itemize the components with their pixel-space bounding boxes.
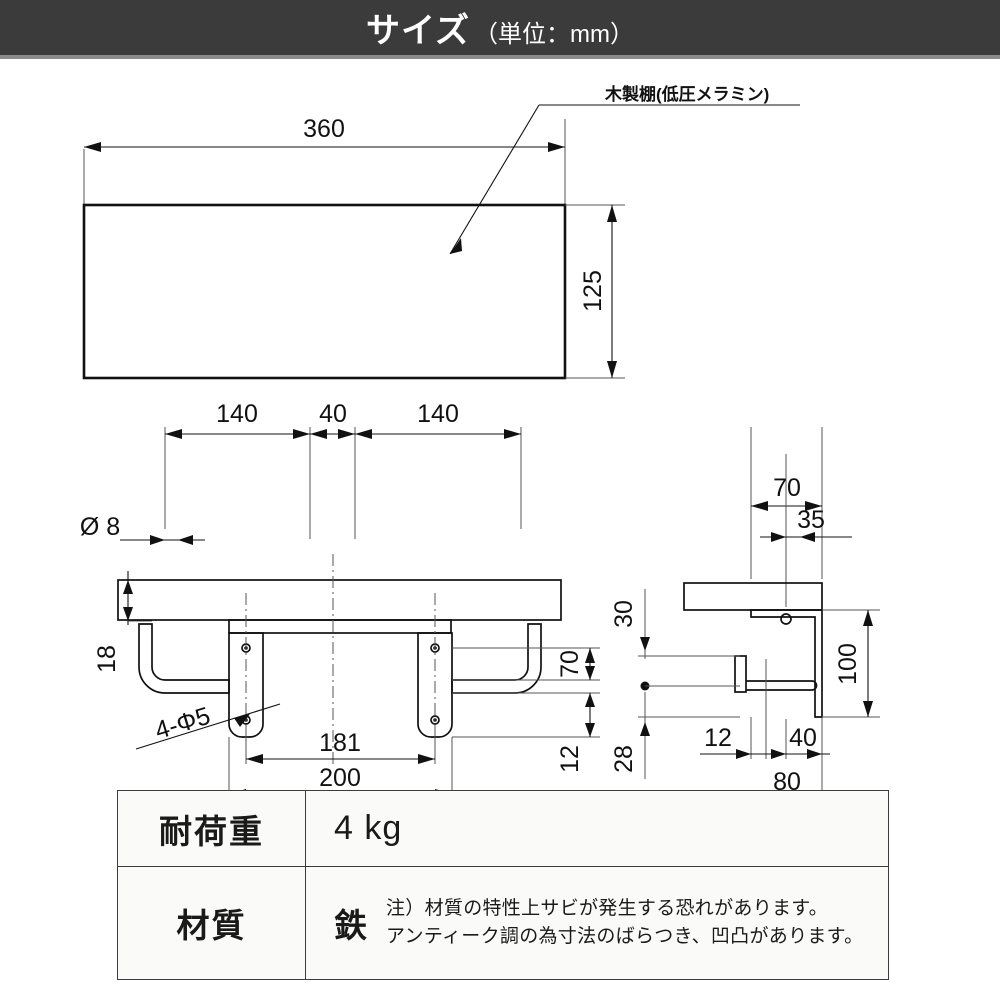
spec-value-load: 4 kg — [306, 791, 888, 866]
side-board — [683, 582, 823, 611]
dim-label-200: 200 — [319, 764, 361, 792]
shelf-board-outline — [82, 203, 567, 380]
shelf-material-leader — [449, 104, 800, 255]
spec-value-material: 鉄 注）材質の特性上サビが発生する恐れがあります。 アンティーク調の為寸法のばら… — [306, 867, 888, 979]
spec-label-load: 耐荷重 — [118, 791, 306, 866]
header-unit-label: （単位：mm） — [474, 21, 634, 48]
spec-material-notes: 注）材質の特性上サビが発生する恐れがあります。 アンティーク調の為寸法のばらつき… — [386, 895, 863, 950]
side-bracket — [750, 609, 823, 718]
dim-label-40-center: 40 — [319, 400, 347, 428]
dim-dia8: Ø 8 — [80, 513, 205, 545]
dim-label-side-28: 28 — [610, 745, 638, 773]
dim-125: 125 — [565, 204, 625, 379]
towel-bar-right — [451, 623, 542, 694]
dim-label-side-30: 30 — [610, 600, 638, 628]
page-title: サイズ — [366, 12, 470, 50]
spec-note-line-1: 注）材質の特性上サビが発生する恐れがあります。 — [386, 898, 829, 920]
dim-label-side-12: 12 — [704, 724, 732, 752]
side-view-group: 70 35 — [610, 427, 880, 804]
dim-side-28: 28 — [610, 692, 740, 779]
dim-side-12-40: 12 40 — [700, 659, 830, 804]
spec-row-material: 材質 鉄 注）材質の特性上サビが発生する恐れがあります。 アンティーク調の為寸法… — [118, 867, 888, 979]
spec-table: 耐荷重 4 kg 材質 鉄 注）材質の特性上サビが発生する恐れがあります。 アン… — [117, 790, 889, 980]
dim-label-360: 360 — [303, 115, 345, 143]
header-text-group: サイズ （単位：mm） — [366, 3, 634, 52]
dim-label-12: 12 — [556, 745, 584, 773]
dim-18: 18 — [93, 571, 152, 673]
dim-label-181: 181 — [319, 729, 361, 757]
dim-label-125: 125 — [579, 270, 607, 312]
dim-side-30: 30 — [610, 589, 740, 659]
dim-label-18: 18 — [93, 645, 121, 673]
dim-side-100: 100 — [822, 609, 880, 718]
dim-label-side-35: 35 — [797, 506, 825, 534]
dim-70-12: 70 12 — [452, 647, 600, 773]
dim-label-side-70: 70 — [773, 474, 801, 502]
dim-label-side-40: 40 — [789, 724, 817, 752]
dim-label-side-100: 100 — [834, 643, 862, 685]
dim-label-dia8: Ø 8 — [80, 513, 120, 541]
top-view-group: 360 125 — [82, 104, 800, 380]
spec-note-line-2: アンティーク調の為寸法のばらつき、凹凸があります。 — [386, 926, 864, 947]
dim-label-140-left: 140 — [216, 400, 258, 428]
towel-bar-left — [138, 623, 230, 694]
dim-181: 181 — [245, 729, 436, 764]
front-view-group: 140 40 140 Ø 8 18 — [80, 400, 600, 799]
dim-4-phi5: 4-Φ5 — [135, 702, 281, 750]
dim-360: 360 — [83, 115, 566, 209]
dim-side-35: 35 — [760, 454, 852, 607]
spec-row-load: 耐荷重 4 kg — [118, 791, 888, 867]
bracket-plate-right — [417, 593, 453, 759]
dim-row-140-40-140: 140 40 140 — [164, 400, 522, 539]
bracket-top-rail — [228, 619, 452, 634]
spec-label-material: 材質 — [118, 867, 306, 979]
header-divider — [0, 55, 1000, 59]
shelf-material-label: 木製棚(低圧メラミン) — [604, 84, 769, 104]
dim-label-140-right: 140 — [417, 400, 459, 428]
side-towel-bar — [734, 655, 818, 693]
dim-label-4phi5: 4-Φ5 — [152, 702, 214, 745]
page-header: サイズ （単位：mm） — [0, 0, 1000, 55]
spec-load-capacity: 4 kg — [334, 809, 403, 847]
front-board — [117, 579, 562, 621]
technical-drawing: 360 125 木製棚(低圧メラミン) — [80, 84, 880, 804]
dim-label-70: 70 — [556, 650, 584, 678]
bracket-plate-left — [228, 593, 264, 759]
spec-material-name: 鉄 — [334, 907, 368, 944]
